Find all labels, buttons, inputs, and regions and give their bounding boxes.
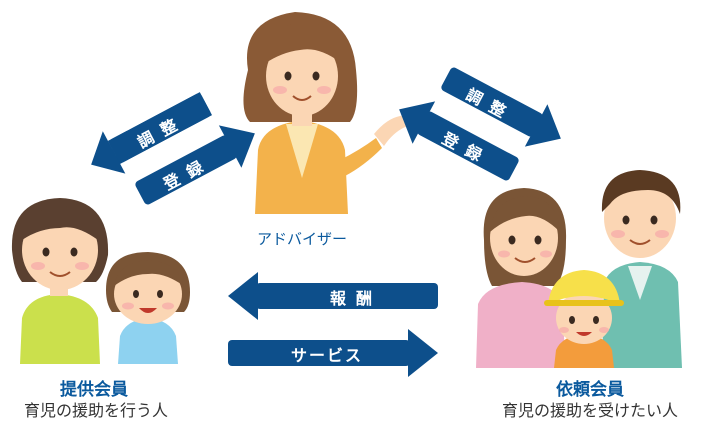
adjust-arrow-right <box>441 67 561 147</box>
provider-title: 提供会員 <box>60 380 128 400</box>
provider-description: 育児の援助を行う人 <box>23 401 168 420</box>
provider-woman-and-child-icon <box>11 198 190 364</box>
register-arrow-right <box>399 101 519 181</box>
service-label: サービス <box>290 346 363 365</box>
advisor-woman-pointing-icon <box>243 12 414 214</box>
advisor-label: アドバイザー <box>256 230 347 248</box>
reward-arrow <box>228 272 438 320</box>
adjust-arrow-left <box>91 92 213 174</box>
register-arrow-left <box>135 125 255 205</box>
reward-label: 報酬 <box>329 289 382 308</box>
family-parents-and-child-icon <box>476 170 682 368</box>
requester-description: 育児の援助を受けたい人 <box>501 401 678 420</box>
requester-title: 依頼会員 <box>556 380 624 400</box>
service-arrow <box>228 329 438 377</box>
